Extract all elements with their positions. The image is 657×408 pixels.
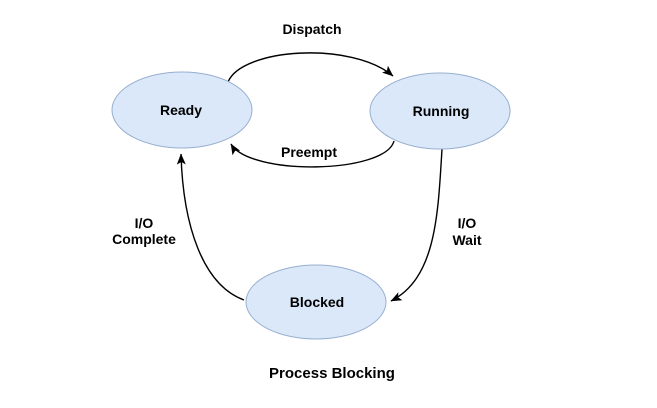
- preempt-label: Preempt: [281, 144, 337, 160]
- io-complete-label: I/O Complete: [112, 215, 176, 247]
- svg-text:I/O: I/O: [458, 215, 477, 231]
- svg-text:Complete: Complete: [112, 231, 176, 247]
- diagram-title: Process Blocking: [269, 365, 395, 382]
- svg-text:I/O: I/O: [135, 215, 154, 231]
- blocked-label: Blocked: [290, 294, 344, 310]
- ready-label: Ready: [160, 102, 202, 118]
- running-ellipse: [369, 72, 511, 150]
- ready-ellipse: [111, 71, 253, 149]
- dispatch-label: Dispatch: [282, 21, 341, 37]
- transition-io-wait-arrow: [390, 148, 443, 302]
- transition-preempt-arrow: [230, 140, 395, 168]
- state-node-blocked: Blocked: [245, 264, 387, 340]
- state-node-ready: Ready: [111, 71, 253, 149]
- running-label: Running: [413, 103, 470, 119]
- transition-dispatch-arrow: [227, 52, 394, 83]
- io-wait-label: I/O Wait: [452, 215, 481, 248]
- state-node-running: Running: [369, 72, 511, 150]
- transition-io-complete-arrow: [176, 153, 245, 301]
- blocked-ellipse: [245, 264, 387, 340]
- svg-text:Wait: Wait: [452, 232, 481, 248]
